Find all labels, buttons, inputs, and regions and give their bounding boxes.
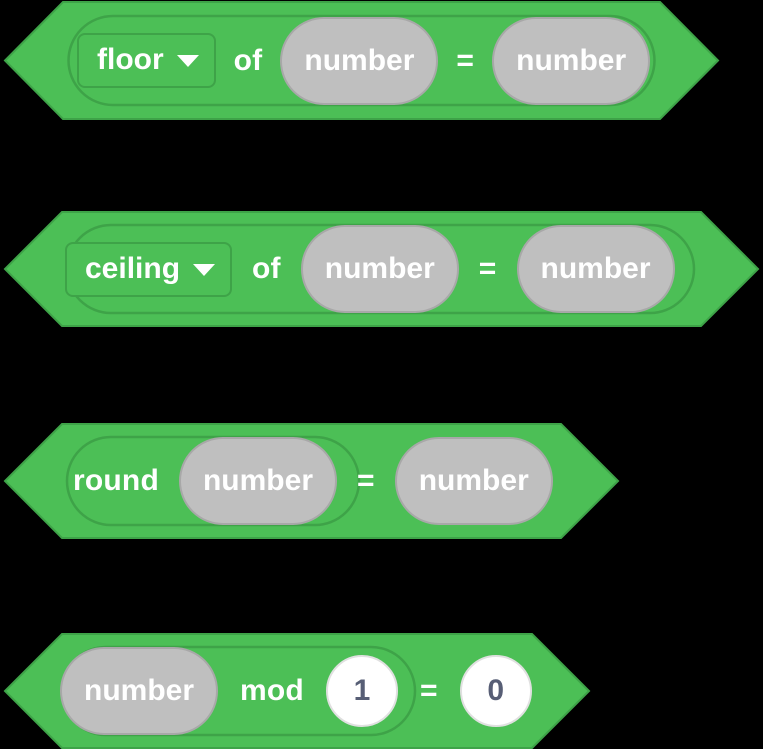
- label-of: of: [233, 43, 263, 77]
- label-round: round: [73, 464, 159, 497]
- dropdown-label: ceiling: [85, 251, 181, 285]
- label-equals: =: [456, 43, 475, 77]
- input-slot-number-1[interactable]: number: [60, 647, 219, 735]
- input-slot-number-2[interactable]: number: [492, 16, 651, 105]
- input-slot-number-2[interactable]: number: [394, 437, 553, 525]
- block-content-row: round number = number: [5, 424, 553, 538]
- input-slot-number-2[interactable]: number: [516, 225, 675, 313]
- input-slot-number-2-label: number: [540, 252, 651, 285]
- input-slot-number-1-label: number: [202, 464, 313, 497]
- input-slot-number-1-label: number: [304, 43, 415, 77]
- dropdown-rounding-mode[interactable]: ceiling: [65, 241, 233, 297]
- number-input-remainder[interactable]: 0: [459, 655, 532, 727]
- boolean-block-floor[interactable]: floor of number = number: [3, 1, 720, 120]
- input-slot-number-1-label: number: [84, 674, 195, 707]
- boolean-block-ceiling[interactable]: ceiling of number = number: [3, 211, 760, 327]
- label-of: of: [252, 252, 281, 285]
- dropdown-rounding-mode[interactable]: floor: [77, 33, 216, 88]
- chevron-down-icon: [193, 263, 216, 276]
- label-mod: mod: [240, 674, 304, 707]
- hexagon-inner-outline: [67, 14, 656, 107]
- input-slot-number-1[interactable]: number: [300, 225, 459, 313]
- input-slot-number-1-label: number: [324, 252, 435, 285]
- label-equals: =: [357, 464, 375, 497]
- input-slot-number-2-label: number: [516, 43, 627, 77]
- boolean-block-round[interactable]: round number = number: [3, 423, 620, 539]
- number-input-divisor[interactable]: 1: [325, 655, 398, 727]
- hexagon-inner-outline: [65, 435, 361, 527]
- input-slot-number-1[interactable]: number: [178, 437, 337, 525]
- boolean-block-mod[interactable]: number mod 1 = 0: [3, 633, 591, 749]
- block-content-row: number mod 1 = 0: [5, 634, 532, 748]
- block-content-row: ceiling of number = number: [5, 212, 675, 326]
- block-content-row: floor of number = number: [5, 2, 651, 119]
- dropdown-label: floor: [97, 43, 164, 76]
- number-input-remainder-value: 0: [487, 674, 505, 707]
- chevron-down-icon: [176, 55, 199, 67]
- label-equals: =: [419, 674, 438, 707]
- input-slot-number-1[interactable]: number: [280, 16, 439, 105]
- label-equals: =: [478, 252, 497, 285]
- number-input-divisor-value: 1: [353, 674, 371, 707]
- input-slot-number-2-label: number: [418, 464, 529, 497]
